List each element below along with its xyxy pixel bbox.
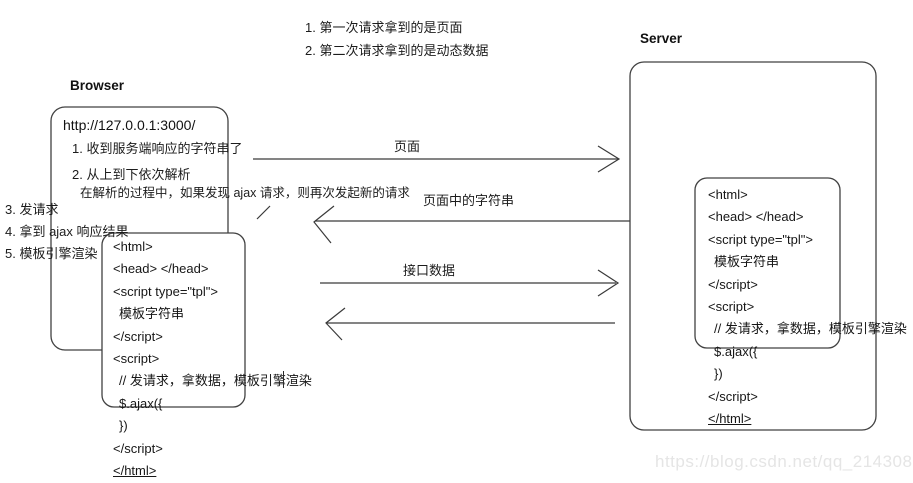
code-line: <html>: [113, 239, 153, 254]
text-cursor-icon: [283, 371, 284, 388]
side-step-3: 3. 发请求: [5, 202, 59, 217]
arrow-label-page-string: 页面中的字符串: [423, 193, 515, 208]
code-line: 模板字符串: [714, 254, 780, 270]
code-line: </script>: [113, 440, 163, 456]
arrow-label-page: 页面: [394, 139, 421, 154]
browser-step-1: 1. 收到服务端响应的字符串了: [72, 141, 243, 156]
watermark: https://blog.csdn.net/qq_21430819: [655, 452, 913, 471]
code-line: </script>: [708, 388, 758, 404]
code-line: <script type="tpl">: [113, 283, 218, 299]
browser-url: http://127.0.0.1:3000/: [63, 117, 196, 133]
code-line: <script type="tpl">: [708, 231, 813, 247]
browser-parse-note: 在解析的过程中，如果发现 ajax 请求，则再次发起新的请求: [80, 186, 410, 200]
code-line: $.ajax({: [119, 395, 163, 411]
code-line: </script>: [113, 328, 163, 344]
code-line: 模板字符串: [119, 306, 185, 322]
server-code-box: [694, 177, 841, 349]
arrow-api-request: [320, 269, 620, 297]
code-line: <script>: [708, 299, 755, 315]
code-line: }): [119, 418, 128, 434]
code-line: // 发请求，拿数据，模板引擎渲染: [119, 373, 312, 389]
arrow-api-response: [325, 307, 615, 341]
code-line: $.ajax({: [714, 343, 758, 359]
server-code-block: <html> <head> </head> <script type="tpl"…: [708, 184, 907, 430]
code-line: <head> </head>: [708, 209, 804, 225]
arrow-page-request: [253, 145, 621, 173]
browser-code-box: [101, 232, 246, 408]
arrow-page-string-response: [313, 205, 630, 244]
code-line: </html>: [708, 411, 752, 427]
browser-step-2: 2. 从上到下依次解析: [72, 167, 191, 182]
code-line: </script>: [708, 276, 758, 292]
browser-title: Browser: [70, 78, 125, 93]
code-line: <head> </head>: [113, 261, 209, 277]
note-first-request: 1. 第一次请求拿到的是页面: [305, 20, 463, 35]
arrow-label-api-data: 接口数据: [403, 263, 456, 278]
side-step-5: 5. 模板引擎渲染: [5, 246, 98, 261]
note-second-request: 2. 第二次请求拿到的是动态数据: [305, 43, 489, 58]
code-line: <html>: [708, 187, 748, 202]
code-line: // 发请求，拿数据，模板引擎渲染: [714, 321, 907, 337]
code-line: <script>: [113, 351, 160, 367]
leader-line: [256, 205, 271, 220]
server-title: Server: [640, 31, 683, 46]
side-step-4: 4. 拿到 ajax 响应结果: [5, 224, 129, 239]
code-line: }): [714, 366, 723, 382]
code-line: </html>: [113, 463, 157, 479]
browser-code-block: <html> <head> </head> <script type="tpl"…: [113, 236, 312, 482]
